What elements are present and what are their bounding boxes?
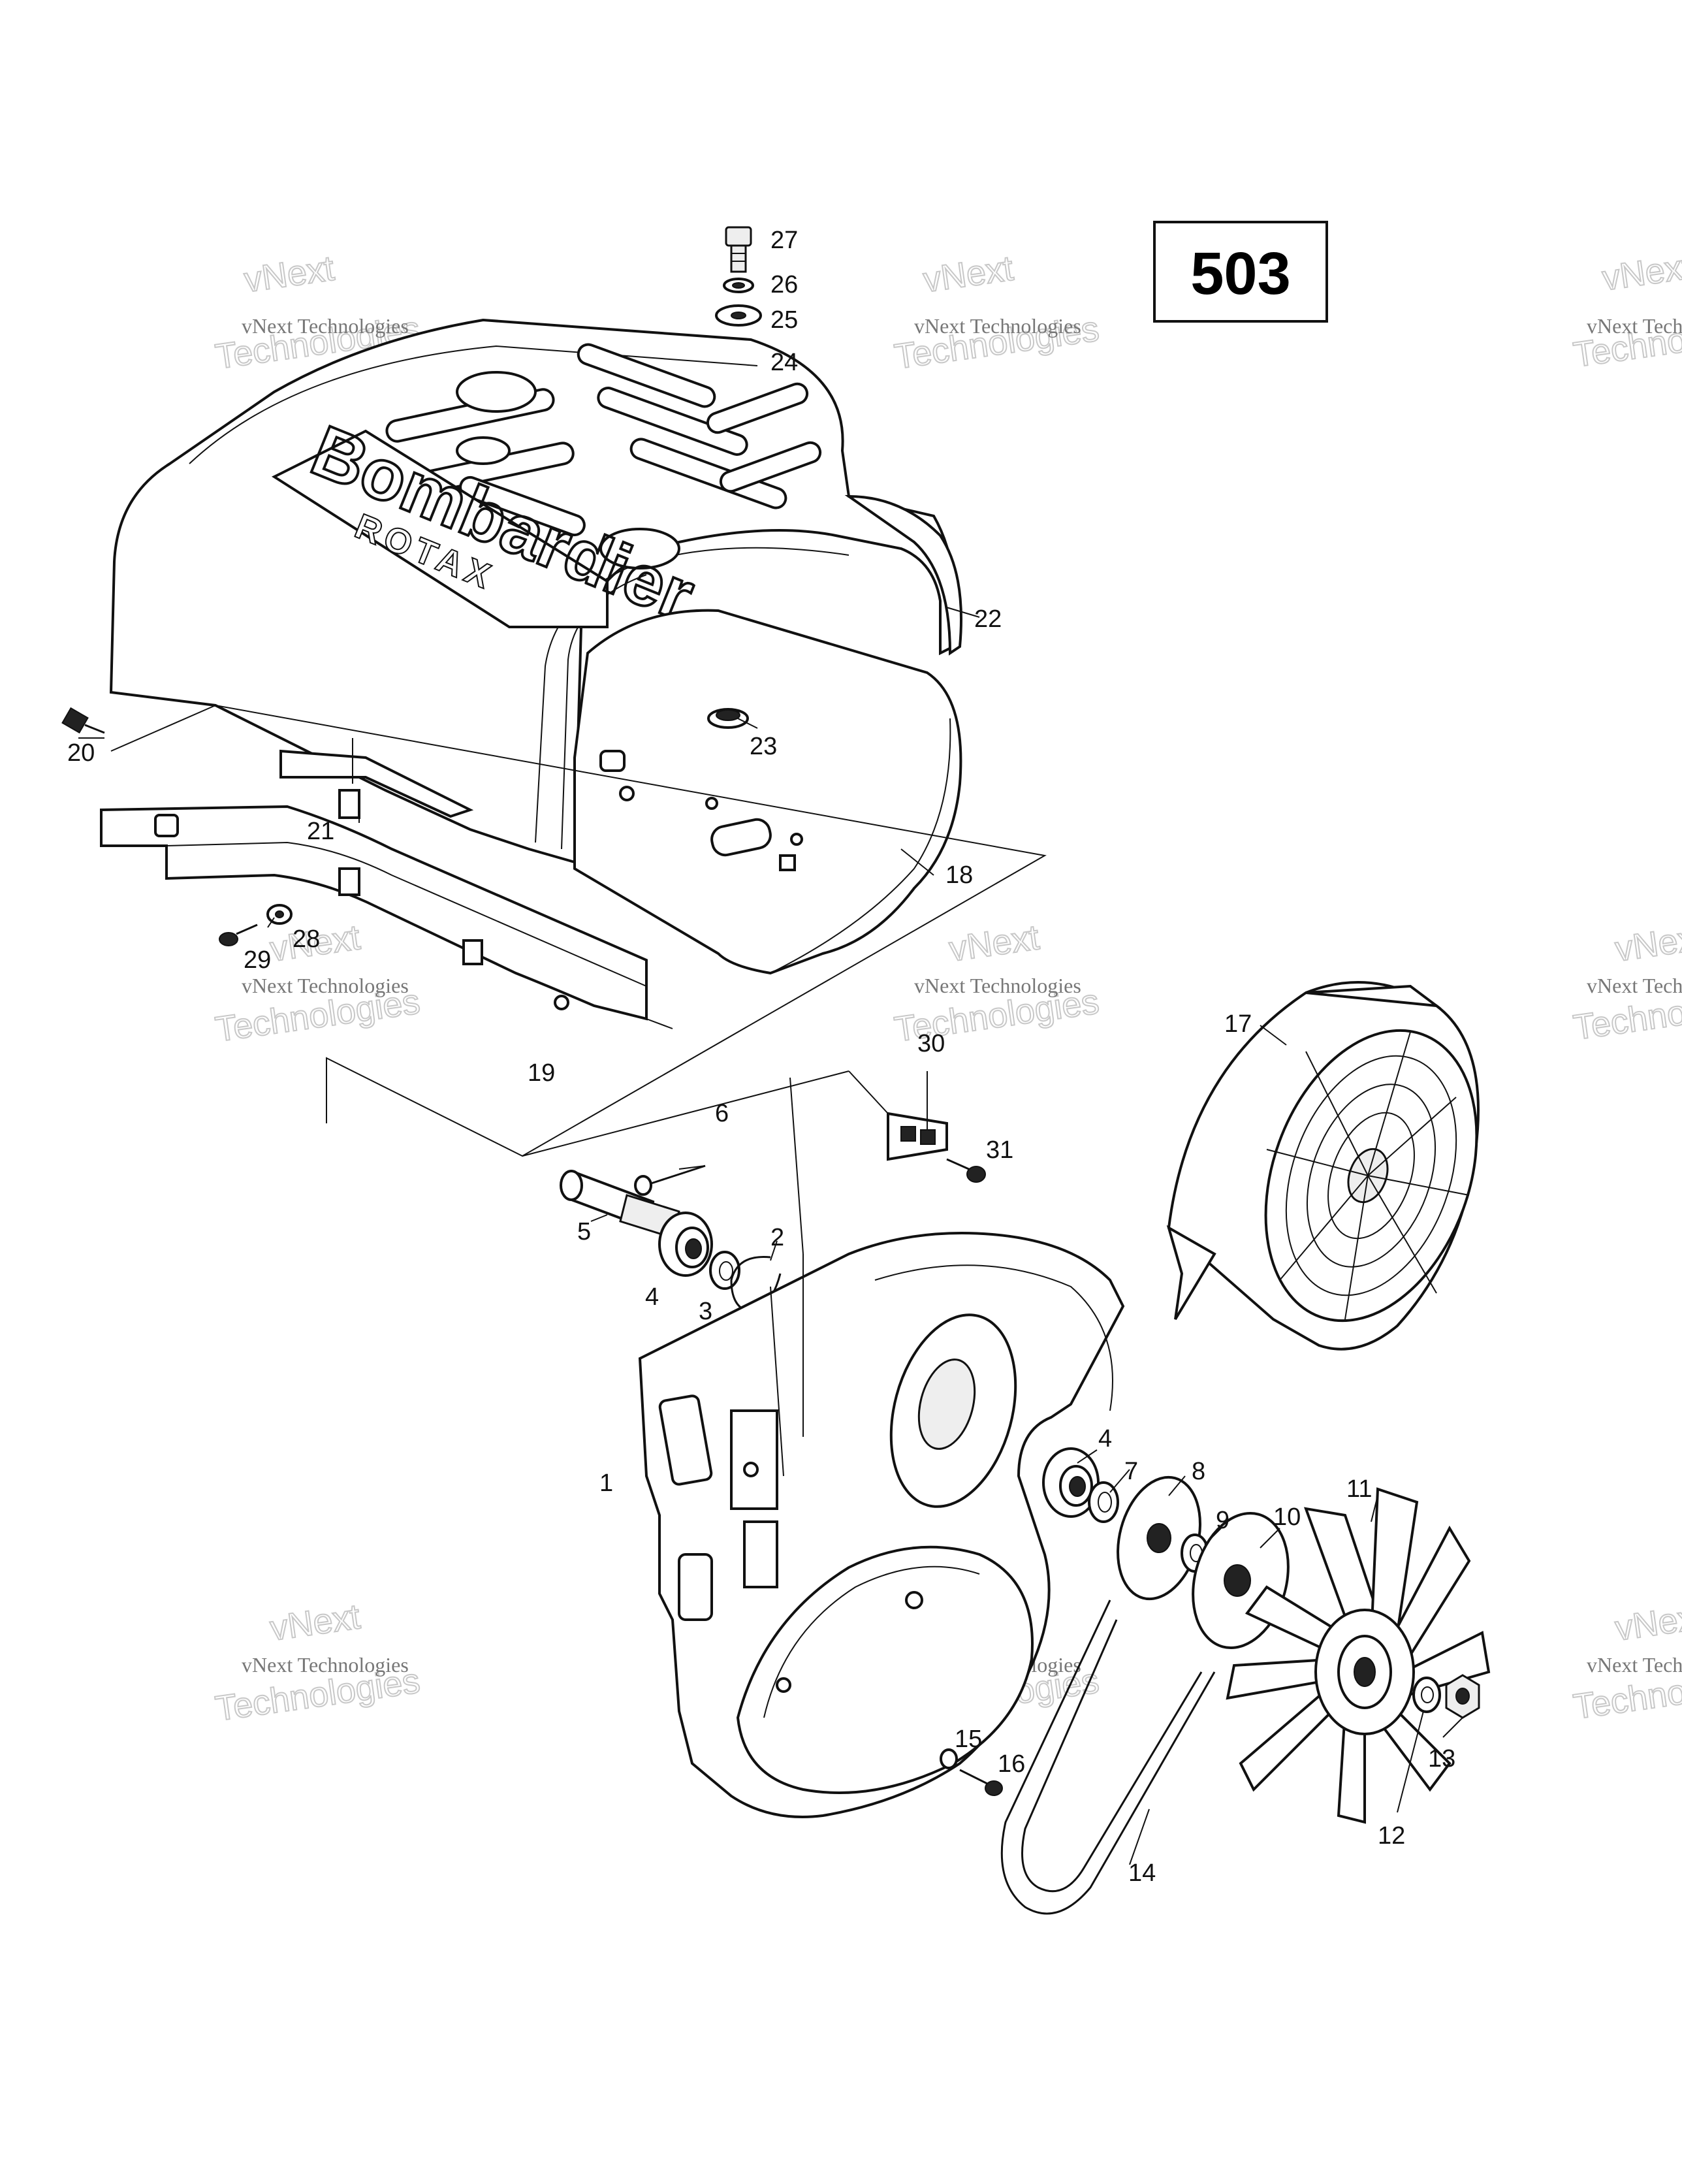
callout-26: 26: [770, 271, 798, 298]
lock-washer-26: [723, 278, 754, 293]
callout-4: 4: [645, 1283, 659, 1311]
svg-text:vNext: vNext: [1600, 247, 1682, 298]
callout-4: 4: [1098, 1425, 1112, 1453]
callout-7: 7: [1124, 1458, 1138, 1485]
cover-vents: [385, 343, 822, 570]
callout-19: 19: [528, 1059, 555, 1087]
watermark: vNext Technologies vNext Technologies: [891, 248, 1102, 377]
svg-text:vNext: vNext: [1613, 918, 1682, 969]
callout-28: 28: [293, 925, 320, 953]
callouts: 1 2 3 4 5 6 7 8 9 10 11 12 13 14 15 16 1…: [67, 227, 1455, 1887]
callout-24: 24: [770, 349, 798, 376]
callout-31: 31: [986, 1136, 1013, 1164]
subassembly-outline: [110, 704, 1047, 1157]
callout-9: 9: [1216, 1507, 1230, 1534]
svg-text:vNext: vNext: [921, 249, 1015, 300]
svg-text:vNext Technologies: vNext Technologies: [1587, 1653, 1682, 1677]
screw-29: [219, 923, 258, 946]
watermark: vNext Technologies vNext Technologies: [1570, 917, 1682, 1048]
bearing-4-upper: [658, 1212, 713, 1277]
washer-15: [940, 1748, 958, 1769]
washer-12: [1412, 1677, 1441, 1713]
callout-11: 11: [1346, 1475, 1372, 1503]
fan-11: [1226, 1487, 1491, 1824]
watermark: vNext Technologies vNext Technologies: [212, 1596, 423, 1729]
watermark: vNext Technologies vNext Technologies: [1570, 246, 1682, 376]
watermark: vNext Technologies vNext Technologies: [1570, 1596, 1682, 1727]
svg-text:vNext Technologies: vNext Technologies: [914, 314, 1081, 338]
clamp-30: [887, 1112, 948, 1161]
callout-21: 21: [307, 818, 334, 845]
svg-text:vNext Technologies: vNext Technologies: [1587, 314, 1682, 338]
svg-text:vNext: vNext: [242, 249, 336, 300]
callout-17: 17: [1224, 1010, 1252, 1038]
fan-guard-17: [1166, 981, 1480, 1351]
callout-18: 18: [945, 861, 973, 889]
callout-14: 14: [1128, 1859, 1156, 1887]
callout-1: 1: [599, 1469, 613, 1497]
svg-text:vNext Technologies: vNext Technologies: [914, 974, 1081, 997]
svg-text:vNext: vNext: [947, 918, 1041, 969]
nut-13: [1445, 1674, 1480, 1719]
callout-2: 2: [770, 1224, 784, 1251]
svg-text:vNext Technologies: vNext Technologies: [242, 1653, 409, 1677]
callout-13: 13: [1428, 1745, 1455, 1773]
belt-14: [1000, 1599, 1216, 1915]
bolt-27: [725, 226, 752, 273]
screw-20: [61, 707, 105, 734]
callout-5: 5: [577, 1218, 591, 1245]
fan-housing: [638, 1077, 1125, 1818]
lower-bracket: [100, 738, 673, 1029]
diagram-number: 503: [1190, 240, 1291, 307]
callout-22: 22: [974, 605, 1002, 633]
svg-text:vNext Technologies: vNext Technologies: [242, 974, 409, 997]
callout-8: 8: [1192, 1458, 1205, 1485]
diagram-number-box: 503: [1153, 221, 1328, 323]
bearing-4-lower: [1042, 1447, 1100, 1518]
callout-27: 27: [770, 227, 798, 254]
callout-6: 6: [715, 1100, 729, 1127]
callout-3: 3: [699, 1298, 712, 1325]
svg-text:vNext: vNext: [1613, 1597, 1682, 1648]
engine-cover: Bombardier ROTAX: [109, 318, 962, 864]
callout-12: 12: [1378, 1822, 1405, 1850]
callout-10: 10: [1273, 1503, 1301, 1531]
callout-25: 25: [770, 306, 798, 334]
callout-23: 23: [750, 733, 777, 760]
screw-31: [946, 1158, 986, 1183]
callout-29: 29: [244, 946, 271, 974]
pin-6: [634, 1164, 706, 1196]
callout-16: 16: [998, 1750, 1025, 1778]
washer-28: [266, 904, 293, 925]
svg-text:vNext: vNext: [268, 1597, 362, 1648]
callout-30: 30: [917, 1030, 945, 1057]
svg-text:vNext Technologies: vNext Technologies: [242, 314, 409, 338]
callout-15: 15: [955, 1726, 982, 1753]
callout-20: 20: [67, 739, 95, 767]
screw-16: [959, 1769, 1003, 1796]
svg-text:vNext Technologies: vNext Technologies: [1587, 974, 1682, 997]
leader-lines: [78, 607, 1463, 1865]
cylinder-shroud: [573, 609, 962, 975]
pulley-half-8: [1117, 1475, 1201, 1601]
washer-25: [715, 304, 762, 327]
